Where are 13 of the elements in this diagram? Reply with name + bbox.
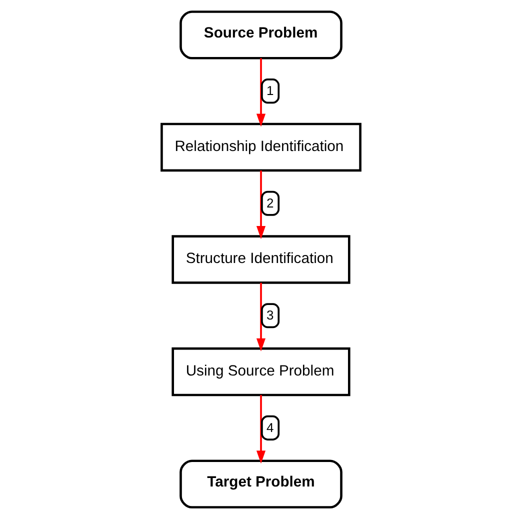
arrow xyxy=(256,58,266,127)
edge-label: 1 xyxy=(266,82,274,98)
edge-label: 4 xyxy=(266,420,274,435)
edge-label: 2 xyxy=(266,195,274,210)
node-box: Source Problem xyxy=(179,10,342,60)
arrow xyxy=(256,170,266,240)
edge-label: 3 xyxy=(266,308,274,323)
node-box: Structure Identification xyxy=(171,235,350,284)
node-box: Relationship Identification xyxy=(160,122,361,172)
node-box: Using Source Problem xyxy=(171,347,350,396)
arrow xyxy=(256,395,266,464)
arrow xyxy=(256,282,266,352)
node-box: Target Problem xyxy=(179,460,342,508)
